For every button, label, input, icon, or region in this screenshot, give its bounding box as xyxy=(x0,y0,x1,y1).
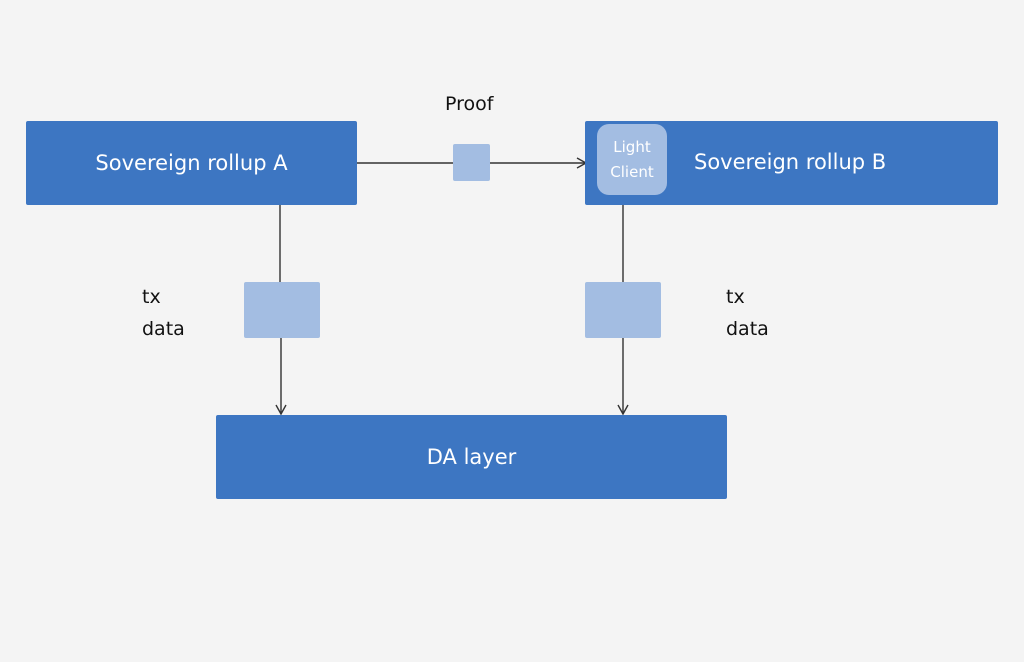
da-layer-label: DA layer xyxy=(426,445,517,469)
light-client-label-line2: Client xyxy=(610,162,654,181)
tx-data-packet-b xyxy=(585,282,661,338)
light-client-label-line1: Light xyxy=(613,137,651,156)
data-label-a: data xyxy=(142,318,185,340)
tx-label-a: tx xyxy=(142,286,161,308)
data-label-b: data xyxy=(726,318,769,340)
da-layer: DA layer xyxy=(216,415,727,499)
sovereign-rollup-b: Light Client Sovereign rollup B xyxy=(585,121,998,205)
sovereign-rollup-a: Sovereign rollup A xyxy=(26,121,357,205)
tx-label-b: tx xyxy=(726,286,745,308)
tx-data-packet-a xyxy=(244,282,320,338)
light-client: Light Client xyxy=(597,124,667,195)
rollup-b-label: Sovereign rollup B xyxy=(694,150,887,174)
rollup-a-label: Sovereign rollup A xyxy=(95,151,288,175)
proof-packet xyxy=(453,144,490,181)
proof-label: Proof xyxy=(445,93,494,115)
